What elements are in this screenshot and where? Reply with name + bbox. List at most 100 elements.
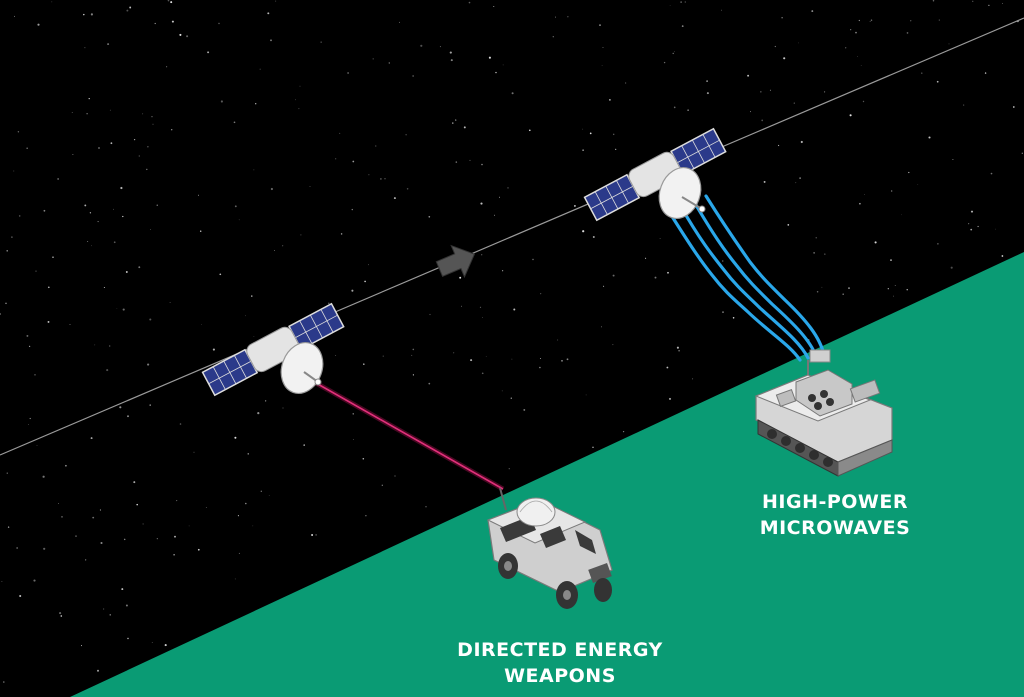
- star: [47, 286, 50, 289]
- star: [320, 41, 322, 43]
- star: [669, 5, 671, 6]
- star: [238, 219, 240, 221]
- laser-beam: [314, 380, 505, 492]
- star: [339, 132, 341, 134]
- star: [968, 223, 970, 225]
- star: [532, 258, 534, 261]
- star: [468, 1, 471, 4]
- star: [470, 359, 473, 362]
- star: [294, 99, 296, 101]
- star: [234, 436, 237, 439]
- star: [11, 236, 13, 238]
- star: [412, 75, 414, 77]
- star: [906, 289, 908, 291]
- microwave-beams: [666, 194, 826, 362]
- star: [179, 33, 182, 36]
- star: [149, 318, 152, 321]
- star: [799, 177, 801, 179]
- star: [136, 503, 138, 506]
- star: [950, 266, 953, 269]
- star: [275, 0, 277, 2]
- star: [282, 407, 284, 409]
- star: [71, 112, 73, 113]
- star: [13, 170, 15, 172]
- star: [384, 178, 386, 180]
- star: [848, 287, 850, 289]
- star: [428, 215, 431, 218]
- star: [668, 397, 672, 400]
- star: [171, 20, 174, 23]
- star: [107, 43, 110, 46]
- star: [1012, 106, 1015, 108]
- star: [687, 109, 689, 111]
- label-line: WEAPONS: [504, 665, 616, 687]
- star: [692, 378, 694, 380]
- star: [368, 174, 370, 176]
- star: [887, 288, 889, 290]
- star: [201, 323, 202, 325]
- star: [309, 186, 311, 187]
- star: [315, 534, 317, 536]
- star: [857, 56, 858, 57]
- star: [303, 444, 305, 446]
- star: [938, 19, 940, 21]
- star: [674, 51, 675, 53]
- star: [37, 23, 40, 26]
- star: [601, 326, 602, 328]
- star: [850, 29, 852, 31]
- star: [561, 360, 563, 362]
- star: [149, 404, 151, 406]
- star: [57, 178, 59, 180]
- star: [59, 612, 62, 615]
- star: [86, 113, 88, 115]
- star: [299, 85, 301, 87]
- star: [936, 80, 939, 83]
- star: [335, 158, 337, 160]
- star: [399, 21, 400, 23]
- star: [51, 1, 53, 3]
- star: [864, 194, 865, 195]
- star: [19, 594, 22, 598]
- star: [482, 317, 484, 319]
- star: [125, 604, 128, 607]
- star: [43, 547, 46, 550]
- star: [394, 475, 396, 477]
- star: [253, 336, 255, 337]
- star: [612, 133, 615, 136]
- star: [42, 475, 45, 478]
- star: [179, 423, 182, 425]
- star: [901, 214, 902, 216]
- star: [36, 445, 38, 446]
- star: [138, 266, 141, 269]
- star: [469, 159, 471, 161]
- star: [1, 580, 3, 582]
- star: [60, 615, 63, 617]
- star: [405, 134, 407, 136]
- star: [425, 506, 427, 508]
- star: [340, 233, 343, 235]
- star: [552, 36, 554, 38]
- star: [1002, 3, 1003, 4]
- star: [274, 250, 275, 251]
- satellite-icon: [201, 302, 345, 397]
- star: [582, 149, 584, 151]
- star: [126, 9, 129, 12]
- star: [495, 71, 497, 74]
- star: [481, 163, 483, 166]
- star: [666, 366, 669, 369]
- star: [678, 349, 680, 352]
- star: [721, 9, 722, 11]
- star: [103, 286, 105, 289]
- star: [540, 293, 542, 295]
- star: [18, 215, 21, 217]
- star: [197, 548, 200, 551]
- star: [795, 182, 797, 184]
- star: [917, 183, 919, 185]
- star: [156, 204, 158, 206]
- tracked-vehicle-icon: [754, 349, 893, 477]
- star: [672, 52, 674, 55]
- star: [1001, 255, 1004, 257]
- star: [6, 472, 8, 474]
- ground-area: [70, 252, 1024, 697]
